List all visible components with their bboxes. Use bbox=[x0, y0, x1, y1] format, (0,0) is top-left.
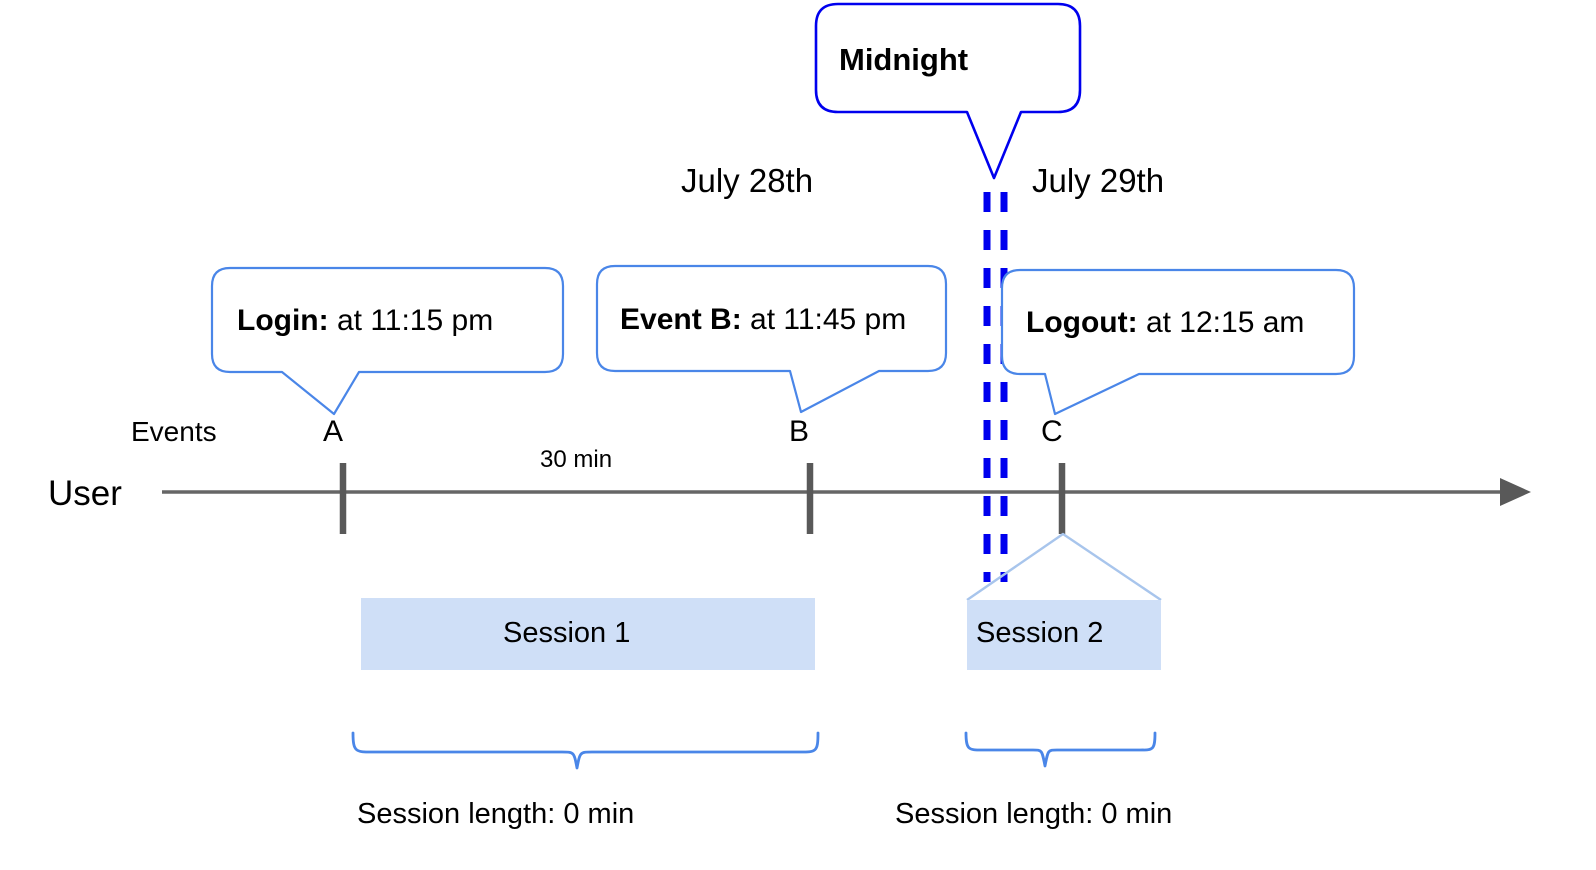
callout-logout-bold: Logout: bbox=[1026, 306, 1138, 339]
midnight-label: Midnight bbox=[839, 42, 969, 77]
tick-letter-b: B bbox=[789, 415, 810, 448]
session-bar-1 bbox=[361, 598, 815, 670]
callout-shape-login bbox=[210, 266, 565, 416]
timeline-axis bbox=[162, 478, 1531, 506]
brace-session-1 bbox=[351, 731, 820, 770]
session2-funnel bbox=[966, 532, 1162, 601]
callout-eventb-rest: at 11:45 pm bbox=[741, 303, 907, 336]
callout-login-rest: at 11:15 pm bbox=[328, 304, 494, 337]
callout-shape-logout bbox=[1000, 268, 1356, 416]
gap-duration-label: 30 min bbox=[540, 446, 613, 473]
callout-login-bold: Login: bbox=[237, 304, 329, 337]
callout-shape-eventb bbox=[595, 264, 948, 414]
session-2-label: Session 2 bbox=[976, 617, 1104, 649]
callout-label-login: Login: at 11:15 pm bbox=[237, 306, 493, 336]
brace-session-2 bbox=[964, 731, 1157, 768]
session-1-length-label: Session length: 0 min bbox=[357, 798, 635, 830]
timeline-ticks bbox=[339, 463, 1066, 534]
callout-logout-rest: at 12:15 am bbox=[1137, 306, 1305, 339]
midnight-dashed-divider bbox=[983, 192, 1008, 582]
tick-letter-c: C bbox=[1041, 415, 1063, 448]
session-1-label: Session 1 bbox=[503, 617, 631, 649]
user-row-label: User bbox=[48, 474, 122, 513]
callout-eventb-bold: Event B: bbox=[620, 303, 742, 336]
callout-label-eventb: Event B: at 11:45 pm bbox=[620, 305, 906, 335]
tick-letter-a: A bbox=[323, 415, 344, 448]
date-label-july-28: July 28th bbox=[681, 162, 814, 199]
date-label-july-29: July 29th bbox=[1032, 162, 1165, 199]
midnight-callout-shape bbox=[814, 2, 1082, 180]
events-row-label: Events bbox=[131, 416, 217, 447]
session-2-length-label: Session length: 0 min bbox=[895, 798, 1173, 830]
callout-label-logout: Logout: at 12:15 am bbox=[1026, 308, 1304, 338]
session-bar-2 bbox=[967, 600, 1161, 670]
